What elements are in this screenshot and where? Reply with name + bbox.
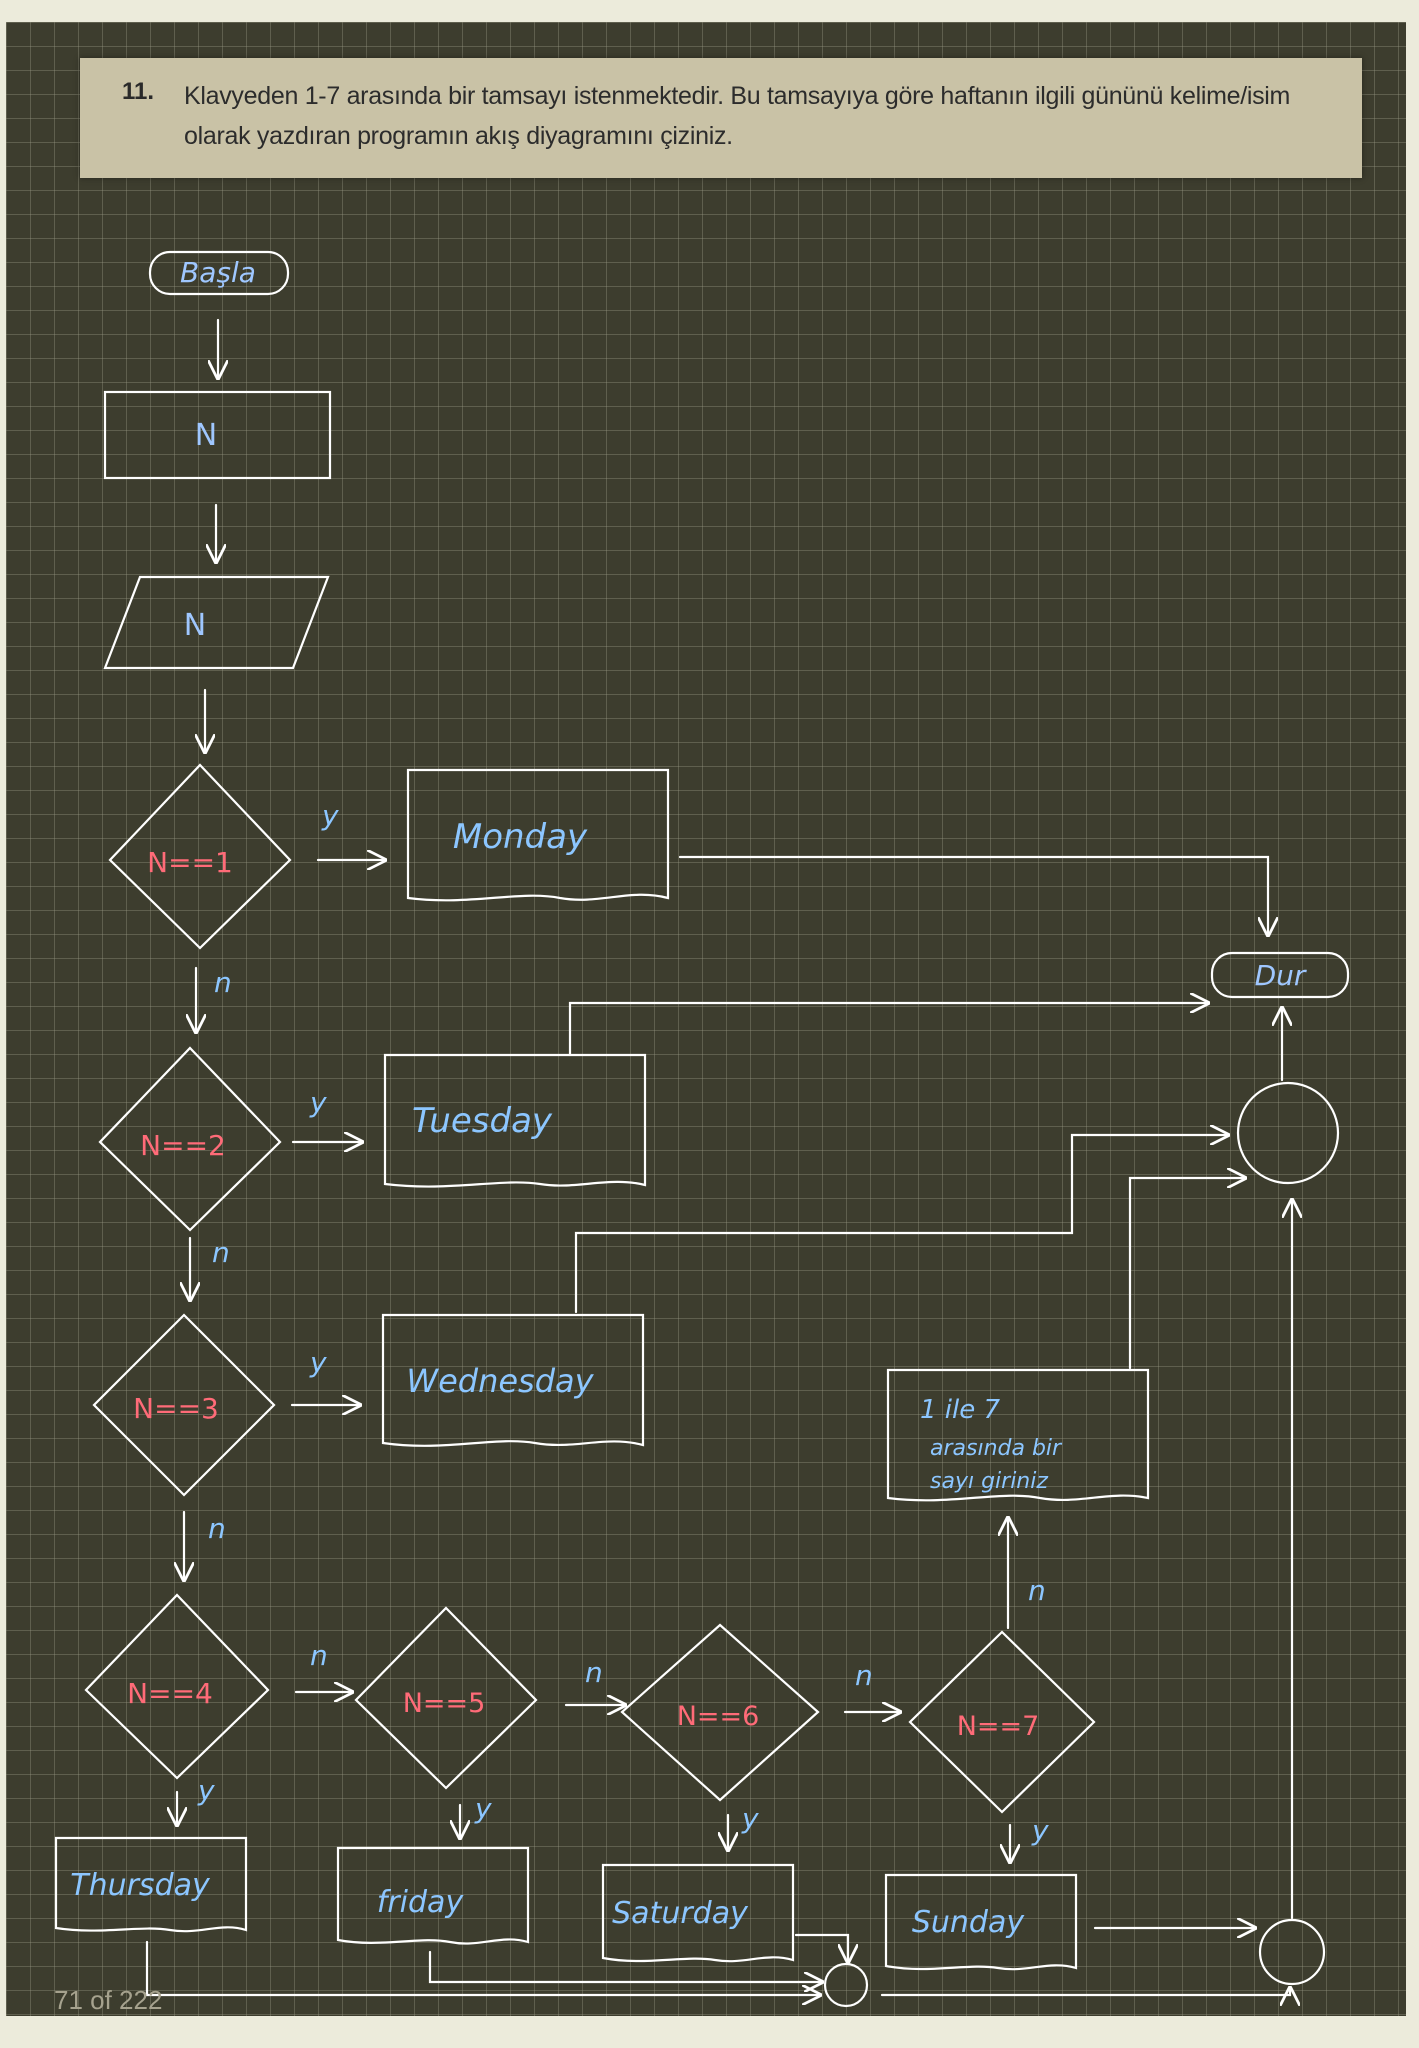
grid-board — [6, 22, 1406, 2016]
arrow-saturday-to-connector — [794, 1933, 848, 1962]
yes-label-d2: y — [309, 1086, 327, 1119]
start-terminal — [148, 250, 290, 296]
question-number: 11. — [122, 78, 155, 105]
connector-bottom-right — [1258, 1918, 1326, 1986]
error-output-box — [886, 1368, 1150, 1502]
no-label-d6: n — [855, 1659, 873, 1692]
output-box-tuesday — [383, 1053, 647, 1188]
no-label-d3: n — [208, 1512, 226, 1545]
error-line-3: sayı giriniz — [930, 1469, 1048, 1494]
arrow-small-to-bottom-connector — [880, 1988, 1290, 1995]
no-label-d1: n — [214, 966, 232, 999]
decision-label-2: N==2 — [140, 1129, 226, 1162]
yes-label-d7: y — [1031, 1814, 1049, 1847]
output-box-sunday — [884, 1873, 1078, 1971]
decision-label-7: N==7 — [957, 1711, 1040, 1742]
no-label-d7: n — [1028, 1574, 1046, 1607]
question-text: Klavyeden 1-7 arasında bir tamsayı isten… — [184, 82, 1291, 150]
arrow-friday-to-connector — [428, 1950, 822, 1982]
no-label-d4: n — [310, 1639, 328, 1672]
arrow-tuesday-to-end — [568, 1003, 1208, 1057]
connector-bottom-middle — [823, 1962, 869, 2008]
arrow-monday-to-end — [678, 855, 1268, 935]
arrow-wednesday-to-connector — [574, 1135, 1228, 1314]
declare-label: N — [195, 418, 217, 453]
arrow-thursday-to-connector — [145, 1940, 820, 1995]
decision-diamond-7 — [908, 1630, 1096, 1814]
yes-label-d4: y — [197, 1774, 215, 1807]
decision-label-4: N==4 — [127, 1677, 213, 1710]
start-label: Başla — [180, 256, 256, 289]
yes-label-d3: y — [309, 1346, 327, 1379]
no-label-d5: n — [585, 1656, 603, 1689]
decision-label-1: N==1 — [147, 846, 233, 879]
decision-diamond-3 — [92, 1313, 276, 1497]
error-line-2: arasında bir — [930, 1436, 1063, 1461]
decision-diamond-4 — [84, 1593, 270, 1780]
yes-label-d6: y — [741, 1802, 759, 1835]
output-label-sunday: Sunday — [912, 1905, 1025, 1940]
arrow-error-to-connector — [1128, 1178, 1245, 1370]
yes-label-d5: y — [474, 1792, 492, 1825]
output-label-saturday: Saturday — [612, 1896, 749, 1931]
error-line-1: 1 ile 7 — [920, 1395, 1001, 1425]
decision-label-3: N==3 — [133, 1392, 219, 1425]
decision-diamond-2 — [98, 1046, 282, 1232]
output-box-friday — [336, 1846, 530, 1945]
output-box-wednesday — [381, 1313, 645, 1447]
declare-box — [103, 390, 332, 480]
page-indicator: 71 of 222 — [54, 1985, 163, 2015]
end-terminal — [1210, 951, 1350, 999]
decision-label-5: N==5 — [403, 1688, 486, 1719]
question-box: 11. Klavyeden 1-7 arasında bir tamsayı i… — [80, 58, 1362, 178]
decision-diamond-5 — [354, 1606, 538, 1790]
decision-label-6: N==6 — [677, 1701, 760, 1732]
input-parallelogram — [103, 575, 330, 670]
output-label-monday: Monday — [453, 817, 588, 857]
end-label: Dur — [1255, 959, 1307, 992]
decision-diamond-1 — [108, 763, 292, 950]
output-label-tuesday: Tuesday — [412, 1101, 553, 1141]
output-label-friday: friday — [377, 1885, 465, 1920]
connector-main — [1236, 1081, 1340, 1185]
output-label-wednesday: Wednesday — [406, 1362, 594, 1400]
output-box-thursday — [54, 1836, 248, 1933]
yes-label-d1: y — [321, 799, 339, 832]
output-label-thursday: Thursday — [70, 1868, 211, 1903]
output-box-monday — [406, 768, 670, 902]
decision-diamond-6 — [620, 1623, 820, 1802]
input-label: N — [184, 608, 206, 643]
output-box-saturday — [601, 1863, 795, 1963]
no-label-d2: n — [212, 1236, 230, 1269]
